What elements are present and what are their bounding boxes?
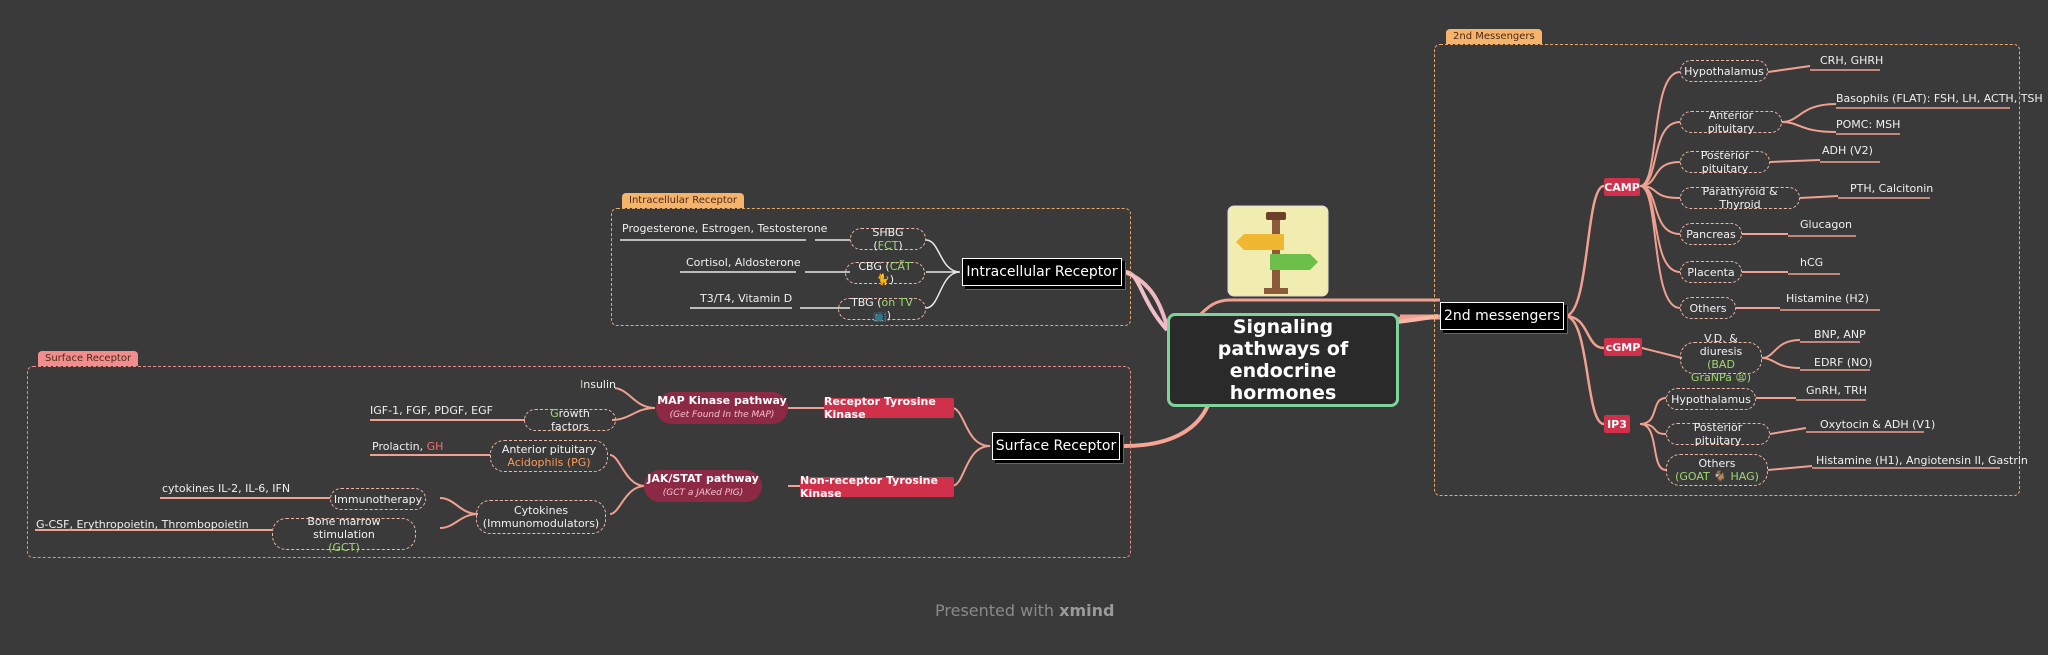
central-title: Signaling pathways of endocrine hormones: [1217, 316, 1349, 404]
second-messengers-frame-label: 2nd Messengers: [1446, 29, 1542, 44]
xmind-brand: xmind: [1059, 601, 1115, 620]
camp-pill-4[interactable]: Pancreas: [1680, 223, 1742, 245]
jak-stat-sub: (GCT a JAKed PIG): [662, 488, 744, 498]
map-kinase-sub: (Get Found In the MAP): [669, 410, 775, 420]
camp-leaf-2-0: ADH (V2): [1822, 144, 1873, 157]
branch-line: [1639, 71, 1681, 309]
camp-leaf-5-0: hCG: [1800, 256, 1824, 269]
map-kinase-title: MAP Kinase pathway: [657, 394, 787, 407]
branch-line: [925, 239, 961, 309]
camp-leaf-0-0: CRH, GHRH: [1820, 54, 1884, 67]
signpost-icon: [1224, 198, 1334, 300]
ip3-posterior-pill[interactable]: Posterior pituitary: [1666, 421, 1770, 447]
ip3-hypothalamus-pill[interactable]: Hypothalamus: [1666, 388, 1756, 410]
surface-receptor-node[interactable]: Surface Receptor: [992, 432, 1120, 460]
surface-receptor-label: Surface Receptor: [995, 438, 1117, 454]
tbg-leaf: T3/T4, Vitamin D: [700, 292, 793, 305]
anterior-pituitary-leaf: Prolactin, GH: [372, 440, 444, 453]
camp-leaf-1-1: POMC: MSH: [1836, 118, 1901, 131]
jak-stat-node[interactable]: JAK/STAT pathway (GCT a JAKed PIG): [644, 470, 762, 502]
bone-marrow-leaf: G-CSF, Erythropoietin, Thrombopoietin: [36, 518, 249, 531]
cbg-leaf: Cortisol, Aldosterone: [686, 256, 801, 269]
camp-leaf-3-0: PTH, Calcitonin: [1850, 182, 1934, 195]
ip3-tag[interactable]: IP3: [1604, 415, 1630, 433]
camp-tag[interactable]: CAMP: [1604, 178, 1640, 196]
camp-pill-3[interactable]: Parathyroid & Thyroid: [1680, 185, 1800, 211]
presented-with-footer: Presented with xmind: [935, 601, 1115, 620]
cgmp-tag[interactable]: cGMP: [1604, 338, 1642, 356]
ip3-hypothalamus-leaf: GnRH, TRH: [1806, 384, 1868, 397]
second-messengers-label: 2nd messengers: [1444, 308, 1560, 324]
map-kinase-node[interactable]: MAP Kinase pathway (Get Found In the MAP…: [656, 392, 788, 424]
tbg-pill[interactable]: TBG (on TV 📺): [838, 296, 926, 322]
cgmp-vd-pill[interactable]: V.D. & diuresis (BAD GraNPa 😫): [1680, 332, 1762, 384]
ip3-others-pill[interactable]: Others (GOAT 🐐 HAG): [1666, 454, 1768, 486]
shbg-leaf: Progesterone, Estrogen, Testosterone: [622, 222, 828, 235]
camp-pill-1[interactable]: Anterior pituitary: [1680, 109, 1782, 135]
cgmp-leaf-1: BNP, ANP: [1814, 328, 1866, 341]
ip3-posterior-leaf: Oxytocin & ADH (V1): [1820, 418, 1936, 431]
surface-frame: [27, 366, 1131, 558]
intracellular-receptor-node[interactable]: Intracellular Receptor: [962, 258, 1122, 286]
branch-line: [1124, 270, 1169, 332]
immunotherapy-pill[interactable]: Immunotherapy: [330, 488, 426, 510]
branch-line: [1564, 184, 1605, 426]
camp-pill-5[interactable]: Placenta: [1680, 261, 1742, 283]
camp-leaf-4-0: Glucagon: [1800, 218, 1853, 231]
branch-line: [951, 407, 991, 487]
cgmp-leaf-2: EDRF (NO): [1814, 356, 1873, 369]
jak-stat-title: JAK/STAT pathway: [647, 472, 759, 485]
branch-line: [611, 387, 656, 421]
branch-line: [1123, 399, 1212, 448]
ip3-others-leaf: Histamine (H1), Angiotensin II, Gastrin: [1816, 454, 2028, 467]
cytokines-pill[interactable]: Cytokines (Immunomodulators): [476, 500, 606, 534]
branch-line: [1639, 397, 1667, 471]
intracellular-receptor-label: Intracellular Receptor: [966, 264, 1118, 280]
central-topic[interactable]: Signaling pathways of endocrine hormones: [1167, 313, 1399, 407]
branch-line: [609, 454, 646, 515]
camp-leaf-6-0: Histamine (H2): [1786, 292, 1869, 305]
surface-frame-label: Surface Receptor: [38, 351, 139, 366]
bone-marrow-pill[interactable]: Bone marrow stimulation (GCT): [272, 515, 416, 554]
immunotherapy-leaf: cytokines IL-2, IL-6, IFN: [162, 482, 291, 495]
camp-pill-0[interactable]: Hypothalamus: [1680, 60, 1768, 82]
cbg-pill[interactable]: CBG (CǺT 🐈): [845, 260, 925, 286]
intracellular-frame-label: Intracellular Receptor: [622, 193, 744, 208]
camp-pill-6[interactable]: Others: [1680, 297, 1736, 319]
second-messengers-node[interactable]: 2nd messengers: [1440, 302, 1564, 330]
intracellular-frame: [611, 208, 1131, 326]
nrtk-tag[interactable]: Non-receptor Tyrosine Kinase: [800, 474, 954, 500]
growth-factors-leaf: IGF-1, FGF, PDGF, EGF: [370, 404, 493, 417]
rtk-tag[interactable]: Receptor Tyrosine Kinase: [824, 395, 954, 421]
camp-pill-2[interactable]: Posterior pituitary: [1680, 149, 1770, 175]
camp-leaf-1-0: Basophils (FLAT): FSH, LH, ACTH, TSH: [1836, 92, 2043, 105]
shbg-pill[interactable]: SHBG (FCT): [850, 226, 926, 252]
branch-line: [439, 497, 479, 529]
second-messengers-frame: [1434, 44, 2020, 496]
insulin-leaf: Insulin: [580, 378, 617, 391]
growth-factors-pill[interactable]: Growth factors: [524, 407, 616, 433]
anterior-pituitary-pill[interactable]: Anterior pituitary Acidophils (PG): [490, 440, 608, 472]
